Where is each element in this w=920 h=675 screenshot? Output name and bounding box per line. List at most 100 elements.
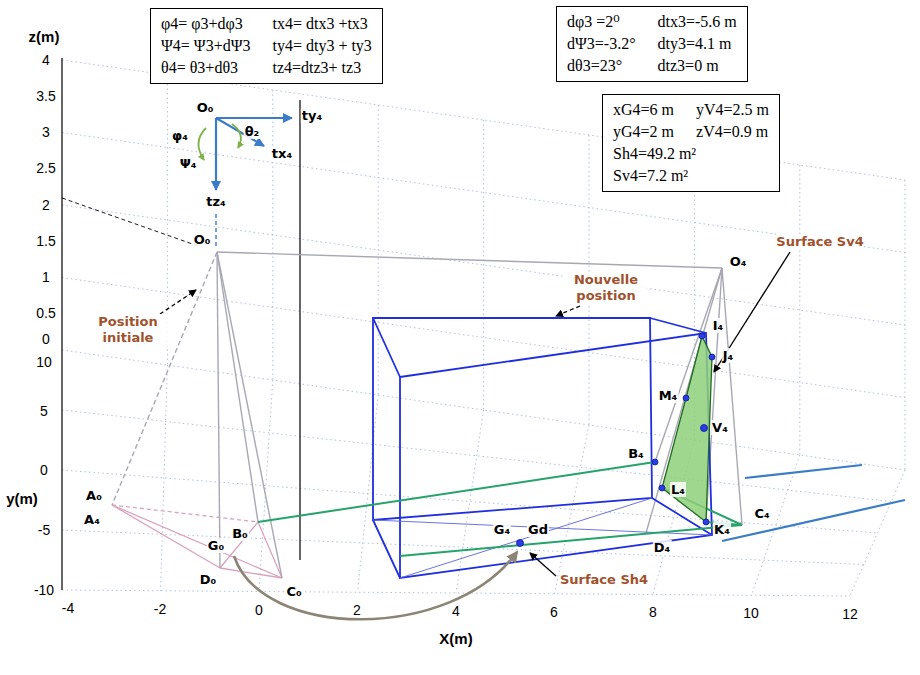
point-label: A₀ (85, 488, 103, 503)
formula-text: Sv4=7.2 m² (613, 166, 769, 186)
box-diagonal (373, 498, 712, 578)
ground-line (722, 465, 905, 541)
formula-text: dφ3 =2⁰ (567, 12, 636, 32)
point-label: G₄ (493, 522, 511, 537)
frame-arrow (215, 118, 217, 190)
pyramid-edge (722, 268, 742, 525)
pyramid-base (220, 522, 258, 568)
grid-line (272, 90, 273, 380)
ground-line (745, 465, 862, 478)
tick-label: 2.5 (36, 160, 55, 176)
point-marker (703, 519, 709, 525)
point-label: D₄ (653, 540, 672, 555)
pyramid-edge (112, 252, 217, 505)
transfer-arrow (234, 552, 517, 619)
formula-text: yV4=2.5 m (696, 100, 769, 120)
formula-text: φ4= φ3+dφ3 (161, 14, 250, 34)
tick-label: 10 (743, 605, 759, 621)
leader-arrow (714, 252, 790, 372)
rotation-arrow (198, 124, 240, 160)
grid-line (378, 105, 379, 395)
point-label: O₀ (193, 232, 212, 247)
tick-label: 5 (40, 403, 48, 419)
tick-label: 1.5 (36, 233, 55, 249)
formula-text: yG4=2 m (613, 122, 674, 142)
grid-line (905, 180, 906, 470)
formula-text: dty3=4.1 m (658, 34, 737, 54)
formula-text: dtx3=-5.6 m (658, 12, 737, 32)
tick-label: 12 (842, 606, 858, 622)
point-label: tx₄ (271, 146, 293, 161)
displacement-line (400, 525, 742, 556)
volume-box (373, 318, 652, 520)
pyramid-edge (217, 252, 722, 268)
tick-label: -2 (154, 601, 166, 617)
rotation-arrow (198, 128, 206, 160)
volume-box (650, 318, 706, 333)
formula-text: xG4=6 m (613, 100, 674, 120)
formula-text: dθ3=23° (567, 56, 636, 76)
point-marker (652, 459, 658, 465)
tick-label: -10 (34, 582, 54, 598)
leader-arrow (160, 290, 196, 314)
tick-label: 4 (452, 603, 460, 619)
tick-label: 6 (550, 604, 558, 620)
point-marker (517, 540, 524, 547)
axis-frame (61, 58, 62, 590)
point-label: ty₄ (301, 108, 323, 123)
volume-box (373, 318, 712, 578)
grid-line (483, 120, 484, 410)
tick-label: 2 (353, 602, 361, 618)
grid-line (799, 165, 800, 455)
point-label: V₄ (711, 420, 729, 435)
tick-label: 4 (42, 52, 50, 68)
formula-text: tz4=dtz3+ tz3 (272, 58, 371, 78)
grid-line (62, 590, 850, 596)
volume-box (373, 318, 400, 377)
pyramid-base (112, 505, 220, 568)
pyramid-edge (112, 252, 742, 578)
formula-text: dtz3=0 m (658, 56, 737, 76)
point-label: C₄ (753, 506, 770, 521)
leader-arrow (556, 306, 580, 316)
formula-text: ty4= dty3 + ty3 (272, 36, 371, 56)
frame-arrow (216, 117, 292, 119)
tick-label: 3 (42, 124, 50, 140)
tick-label: 0 (40, 462, 48, 478)
volume-box (373, 520, 400, 578)
tick-label: 10 (36, 354, 52, 370)
callout-text: Nouvelle position (565, 272, 647, 304)
callout-text: Surface Sh4 (560, 572, 648, 588)
point-label: D₀ (199, 572, 218, 587)
point-label: tz₄ (205, 194, 226, 209)
point-marker (659, 485, 665, 491)
formula-box: φ4= φ3+dφ3tx4= dtx3 +tx3Ψ4= Ψ3+dΨ3ty4= d… (150, 8, 383, 84)
axis-frame (62, 58, 300, 590)
point-label: M₄ (658, 388, 679, 403)
tick-label: 2 (42, 197, 50, 213)
grid-line (161, 365, 168, 591)
callout-text: Surface Sv4 (776, 234, 863, 250)
point-label: L₄ (670, 482, 686, 497)
tick-label: -4 (62, 600, 74, 616)
frame-arrow (216, 118, 292, 248)
tick-label: 8 (649, 604, 657, 620)
tick-label: 0.5 (36, 305, 55, 321)
point-label: K₄ (713, 522, 731, 537)
point-label: O₀ (196, 100, 215, 115)
pyramid-base (112, 505, 258, 522)
pyramid-edge (217, 252, 258, 522)
point-label: C₀ (285, 584, 302, 599)
displacement-line (258, 462, 655, 522)
point-label: I₄ (712, 318, 725, 333)
pyramid-edge (217, 252, 220, 568)
grid-line (850, 470, 905, 596)
leader-arrow (160, 252, 790, 576)
grid-line (358, 395, 379, 592)
formula-text: θ4= θ3+dθ3 (161, 58, 250, 78)
grid-line (456, 410, 484, 593)
rotation-arrow (232, 124, 241, 148)
point-label: A₄ (83, 512, 101, 527)
axis-frame (62, 198, 198, 246)
axis-frame (299, 100, 300, 560)
